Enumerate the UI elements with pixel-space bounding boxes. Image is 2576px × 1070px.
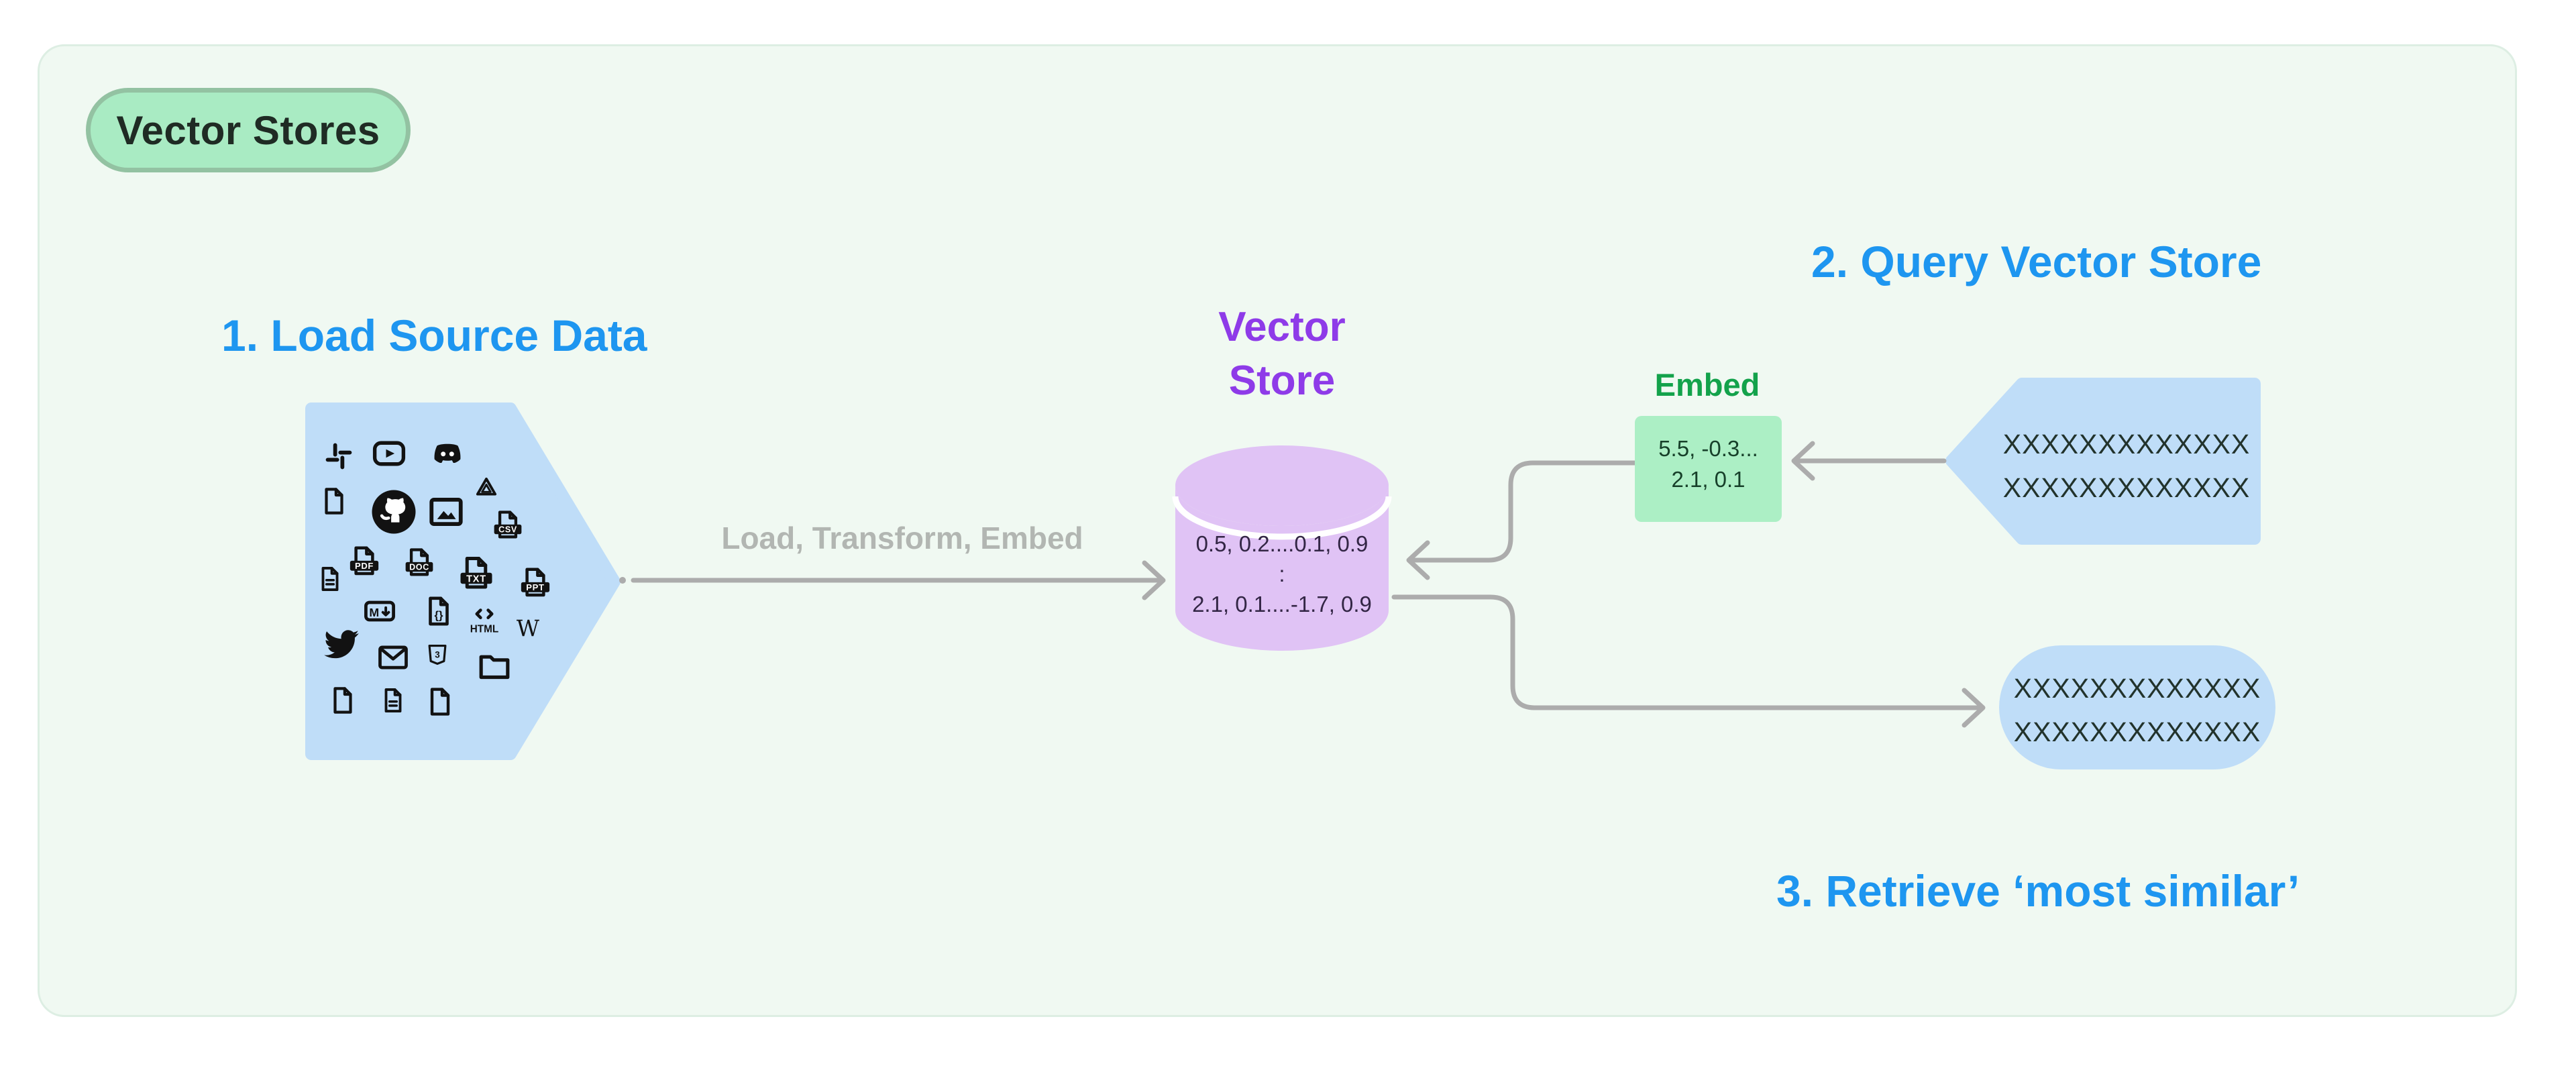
svg-text:M: M xyxy=(369,606,379,619)
query-text-row: XXXXXXXXXXXXX xyxy=(2002,472,2251,503)
step-1-heading: 1. Load Source Data xyxy=(221,311,647,360)
connector-embed-to-store xyxy=(1406,460,1638,580)
image-icon xyxy=(427,492,466,531)
vector-stores-badge: Vector Stores xyxy=(86,88,411,172)
step-2-heading: 2. Query Vector Store xyxy=(1811,237,2262,286)
embed-label: Embed xyxy=(1654,367,1760,403)
vector-store-values-row: : xyxy=(1279,561,1285,586)
pdf-file-icon: PDF xyxy=(346,543,382,580)
svg-text:W: W xyxy=(517,615,540,641)
markdown-icon: M xyxy=(362,594,397,629)
css-icon: 3 xyxy=(425,642,450,667)
discord-icon xyxy=(429,435,466,473)
vector-store-title-line1: Vector xyxy=(1218,304,1346,350)
embed-values-row: 5.5, -0.3... xyxy=(1658,436,1758,461)
vector-store-values-row: 0.5, 0.2....0.1, 0.9 xyxy=(1195,531,1368,556)
file-3-icon xyxy=(424,686,456,718)
file-2-icon xyxy=(327,685,358,716)
connector-store-to-result xyxy=(1391,594,1986,728)
folder-icon xyxy=(476,647,513,684)
query-text: XXXXXXXXXXXXX XXXXXXXXXXXXX xyxy=(2002,423,2251,510)
youtube-icon xyxy=(371,435,407,472)
query-text-row: XXXXXXXXXXXXX xyxy=(2002,429,2251,460)
load-arrow-dot xyxy=(619,577,626,584)
svg-text:CSV: CSV xyxy=(498,525,517,535)
load-arrow-label: Load, Transform, Embed xyxy=(721,521,1083,555)
embed-values: 5.5, -0.3... 2.1, 0.1 xyxy=(1635,433,1782,495)
github-icon xyxy=(368,486,420,538)
doc-file-icon: DOC xyxy=(402,545,437,580)
embed-arrowhead-icon xyxy=(1406,540,1430,580)
html-icon: HTML xyxy=(466,601,502,637)
vector-store-title: Vector Store xyxy=(1161,301,1403,408)
json-file-icon: {} xyxy=(422,594,455,628)
embed-values-row: 2.1, 0.1 xyxy=(1671,467,1746,492)
svg-text:PPT: PPT xyxy=(526,582,544,592)
result-text-row: XXXXXXXXXXXXX xyxy=(2013,716,2261,747)
result-arrowhead-icon xyxy=(1962,688,1986,728)
vector-store-title-line2: Store xyxy=(1228,358,1336,404)
svg-text:DOC: DOC xyxy=(409,563,429,572)
svg-text:PDF: PDF xyxy=(355,561,374,571)
svg-text:3: 3 xyxy=(435,649,439,659)
wikipedia-icon: W xyxy=(514,614,542,642)
query-shape xyxy=(1945,378,2261,545)
slack-icon xyxy=(323,441,354,472)
result-text: XXXXXXXXXXXXX XXXXXXXXXXXXX xyxy=(2010,667,2265,754)
vector-store-values: 0.5, 0.2....0.1, 0.9 : 2.1, 0.1....-1.7,… xyxy=(1181,529,1383,619)
result-text-row: XXXXXXXXXXXXX xyxy=(2013,673,2261,704)
svg-text:{}: {} xyxy=(435,608,443,621)
embed-box xyxy=(1635,416,1782,522)
txt-file-icon: TXT xyxy=(456,553,496,594)
google-drive-icon xyxy=(472,474,500,502)
file-text-2-icon xyxy=(379,686,407,714)
step-3-heading: 3. Retrieve ‘most similar’ xyxy=(1776,866,2300,916)
email-icon xyxy=(376,640,411,675)
svg-text:TXT: TXT xyxy=(466,574,486,584)
file-1-icon xyxy=(319,486,350,517)
twitter-icon xyxy=(321,623,362,665)
load-arrow xyxy=(619,560,1166,600)
connector-query-to-embed xyxy=(1791,441,1947,481)
result-shape xyxy=(1999,645,2275,769)
file-text-1-icon xyxy=(316,565,344,593)
load-arrowhead-icon xyxy=(1142,560,1166,600)
ppt-file-icon: PPT xyxy=(517,565,553,601)
vector-store-cylinder xyxy=(1172,445,1392,651)
query-arrowhead-icon xyxy=(1791,441,1815,481)
vector-store-values-row: 2.1, 0.1....-1.7, 0.9 xyxy=(1192,592,1372,617)
csv-file-icon: CSV xyxy=(490,508,525,543)
svg-text:HTML: HTML xyxy=(470,623,498,635)
